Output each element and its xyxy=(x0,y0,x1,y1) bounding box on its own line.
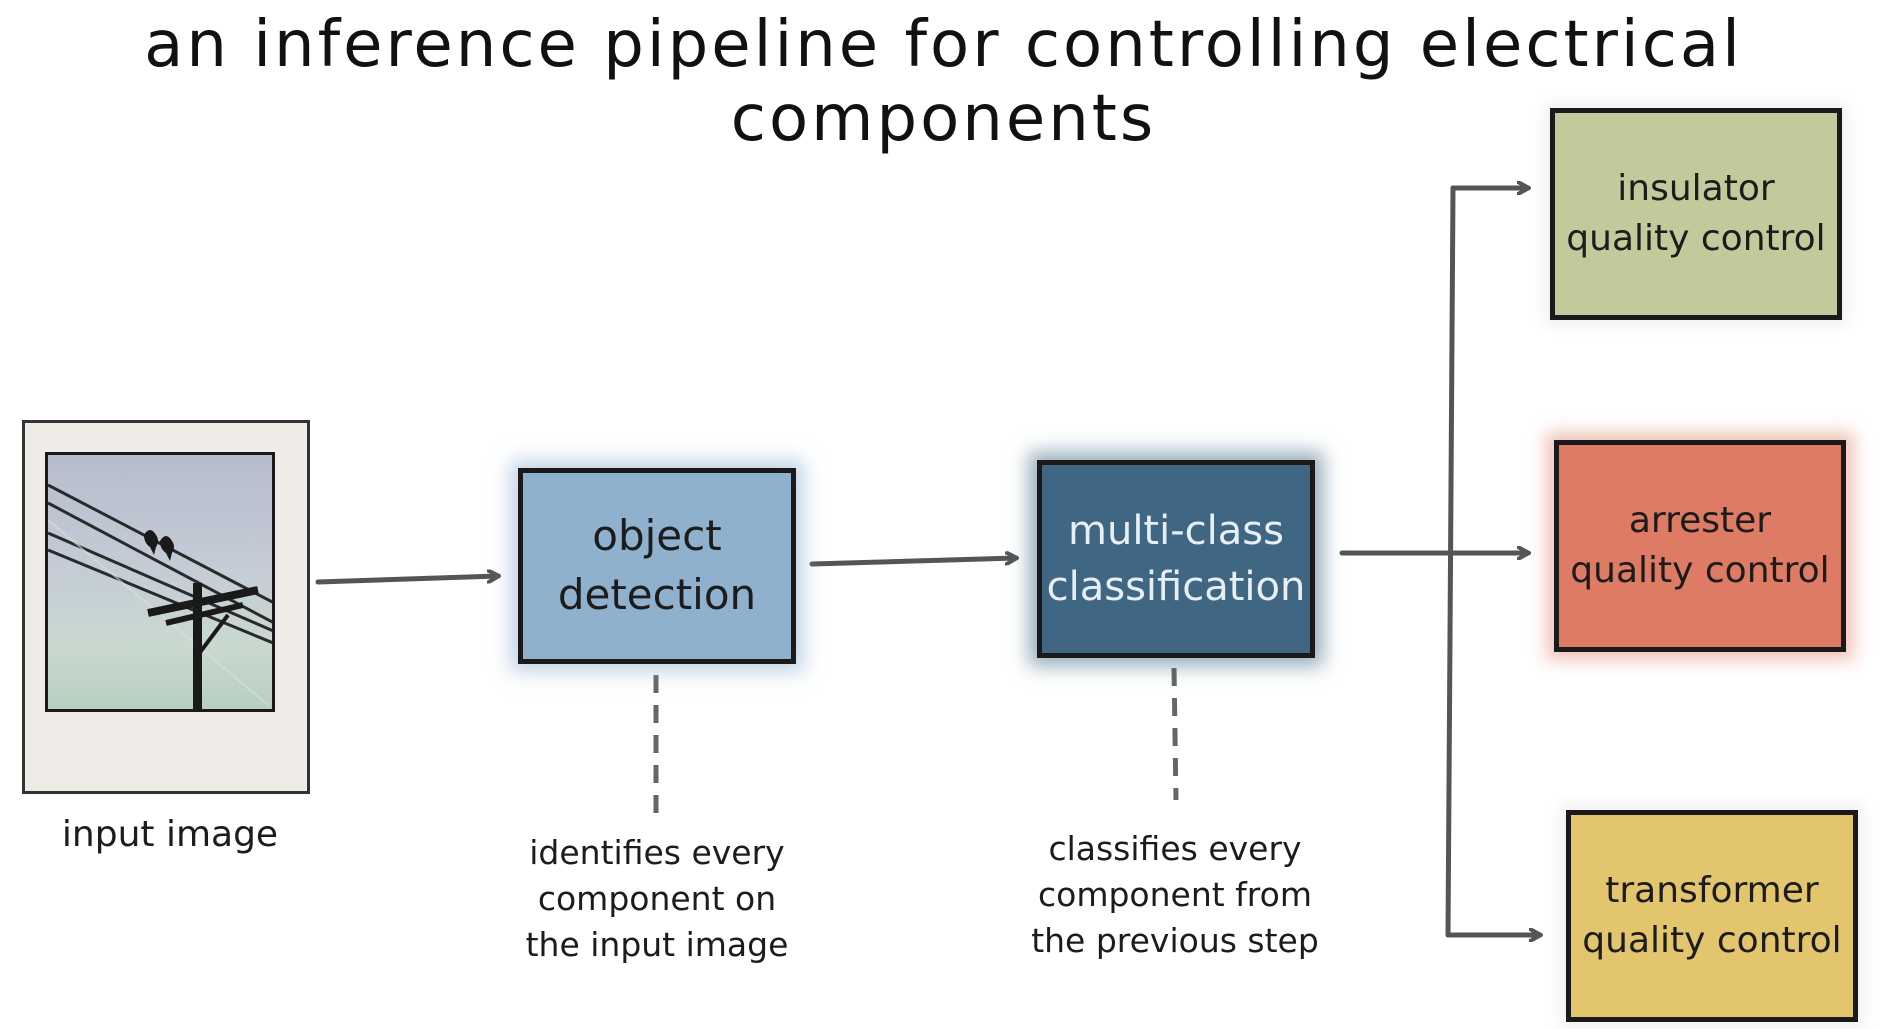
bird-icon xyxy=(144,530,174,561)
input-image-label: input image xyxy=(61,814,279,855)
diagram-title: an inference pipeline for controlling el… xyxy=(144,8,1743,156)
classification-description: classifies every component from the prev… xyxy=(1031,829,1319,961)
transformer-qc-box: transformer quality control xyxy=(1566,810,1858,1022)
dashed-line-classification xyxy=(1171,667,1179,801)
input-image-thumbnail xyxy=(45,452,275,712)
arrow-input-to-detection xyxy=(315,576,498,585)
object-detection-box: object detection xyxy=(518,468,796,664)
object-detection-description: identifies every component on the input … xyxy=(525,833,789,965)
arrow-detection-to-classification xyxy=(809,558,1016,567)
power-line-illustration xyxy=(48,483,272,709)
classification-box: multi-class classification xyxy=(1037,460,1315,658)
connector-trunk xyxy=(1445,185,1456,938)
insulator-qc-box: insulator quality control xyxy=(1550,108,1842,320)
arrester-qc-box: arrester quality control xyxy=(1554,440,1846,652)
